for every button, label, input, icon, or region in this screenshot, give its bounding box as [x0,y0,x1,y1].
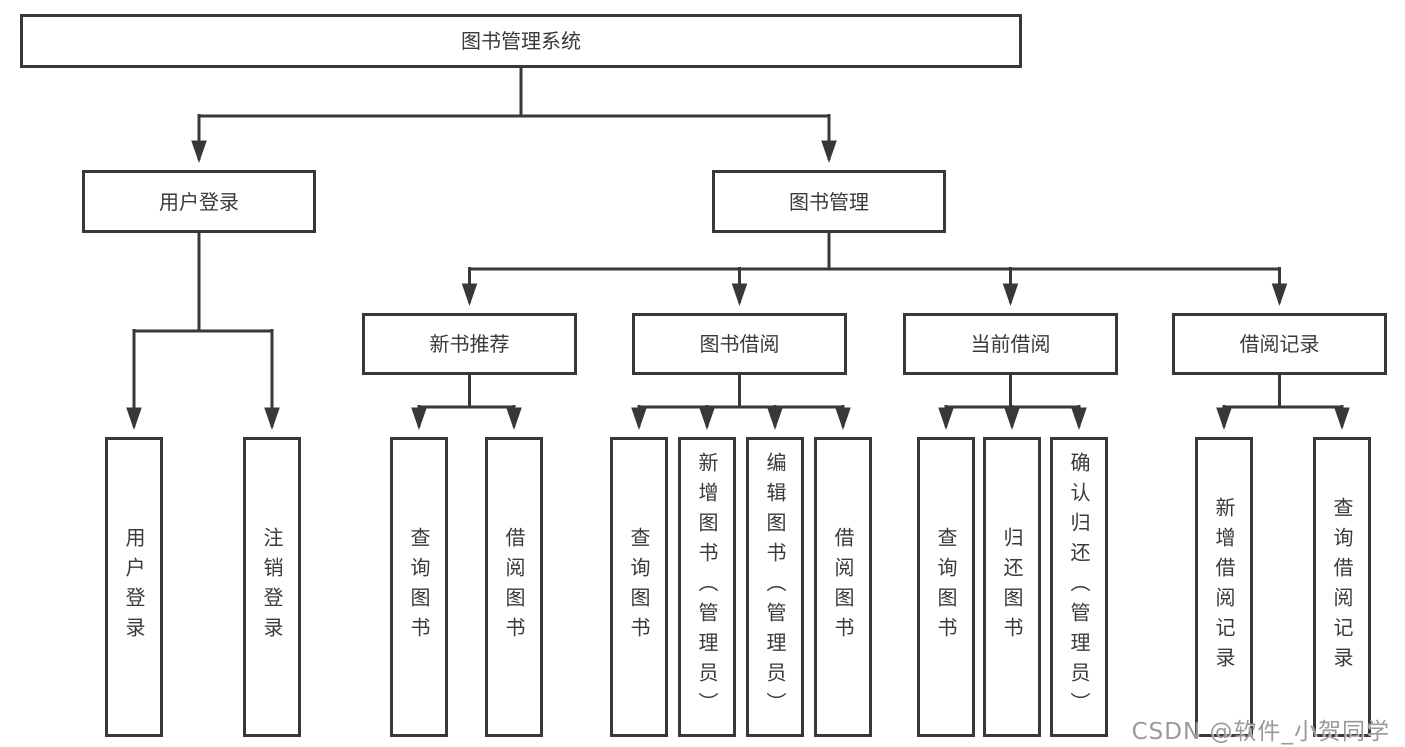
leaf-query-books-current: 查询图书 [917,437,975,737]
node-root-library-system: 图书管理系统 [20,14,1022,68]
leaf-borrow-books-borrowing: 借阅图书 [814,437,872,737]
leaf-add-borrow-record: 新增借阅记录 [1195,437,1253,737]
leaf-confirm-return-admin: 确认归还（管理员） [1050,437,1108,737]
leaf-query-books-recommend: 查询图书 [390,437,448,737]
leaf-query-books-borrowing: 查询图书 [610,437,668,737]
node-book-borrowing: 图书借阅 [632,313,847,375]
node-user-login: 用户登录 [82,170,316,233]
node-current-borrowing: 当前借阅 [903,313,1118,375]
node-book-management: 图书管理 [712,170,946,233]
leaf-edit-books-admin: 编辑图书（管理员） [746,437,804,737]
leaf-query-borrow-record: 查询借阅记录 [1313,437,1371,737]
leaf-logout: 注销登录 [243,437,301,737]
leaf-add-books-admin: 新增图书（管理员） [678,437,736,737]
leaf-user-login: 用户登录 [105,437,163,737]
leaf-return-books: 归还图书 [983,437,1041,737]
csdn-watermark: CSDN @软件_小贺同学 [1131,719,1390,745]
node-new-book-recommend: 新书推荐 [362,313,577,375]
leaf-borrow-books-recommend: 借阅图书 [485,437,543,737]
node-borrow-records: 借阅记录 [1172,313,1387,375]
